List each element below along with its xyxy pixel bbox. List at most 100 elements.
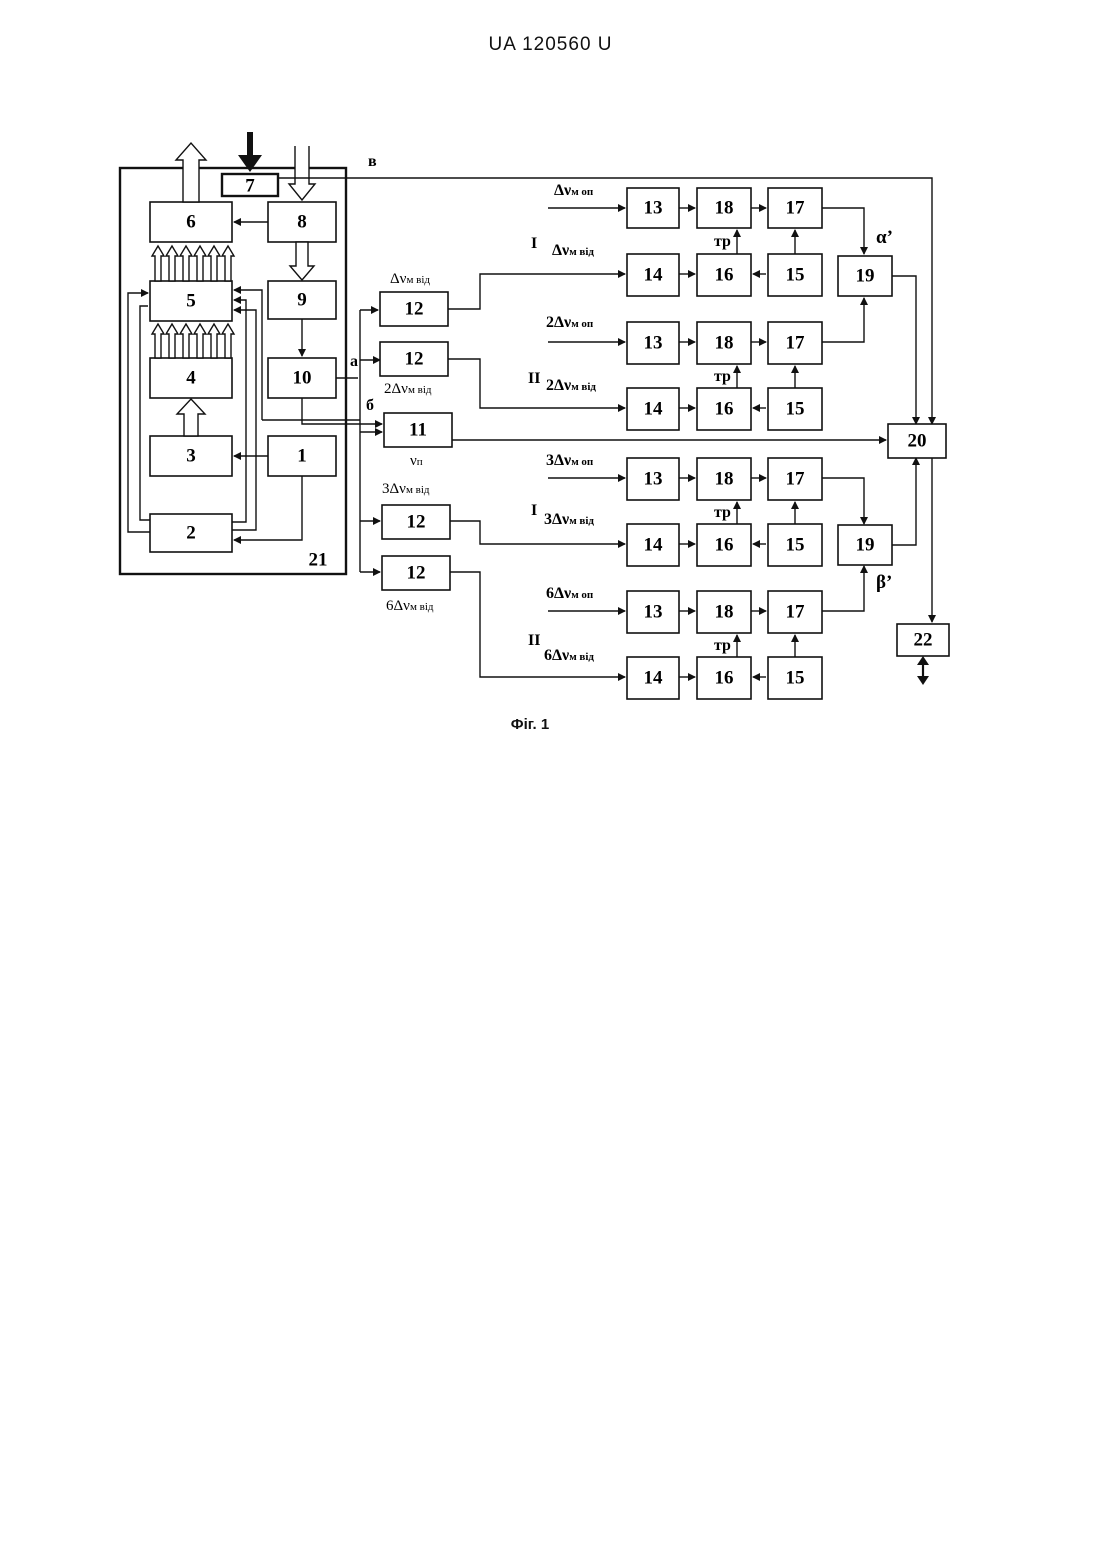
svg-text:1: 1: [297, 446, 307, 467]
svg-text:17: 17: [786, 333, 806, 354]
svg-text:7: 7: [245, 176, 255, 197]
svg-text:13: 13: [644, 333, 663, 354]
svg-text:13: 13: [644, 602, 663, 623]
svg-text:18: 18: [715, 469, 734, 490]
block-19-beta: 19: [838, 458, 916, 565]
channel-3-vid: 14 16 15: [450, 502, 822, 566]
svg-text:9: 9: [297, 290, 307, 311]
svg-text:14: 14: [644, 535, 664, 556]
svg-text:15: 15: [786, 668, 805, 689]
svg-text:14: 14: [644, 265, 664, 286]
label-12c: 3Δνм від: [382, 481, 430, 497]
label-dnu-vid-2: 2Δνм від: [546, 377, 596, 394]
svg-text:12: 12: [405, 349, 424, 370]
channel-6-op: 13 18 17: [548, 566, 864, 633]
block-4: 4: [150, 358, 232, 398]
svg-text:14: 14: [644, 399, 664, 420]
svg-text:16: 16: [715, 265, 734, 286]
label-dnu-op-6: 6Δνм оп: [546, 585, 594, 602]
svg-text:11: 11: [409, 420, 427, 441]
block-8: 8: [268, 202, 336, 242]
label-dnu-op-1: Δνм оп: [554, 182, 594, 199]
label-12b: 2Δνм від: [384, 381, 432, 397]
svg-text:16: 16: [715, 668, 734, 689]
block-1: 1: [268, 436, 336, 476]
block-2: 2: [150, 514, 232, 552]
label-alpha: α’: [876, 227, 893, 248]
line-v: [278, 178, 932, 424]
channel-1-op: 13 18 17: [548, 188, 864, 254]
svg-text:18: 18: [715, 333, 734, 354]
svg-text:20: 20: [908, 431, 927, 452]
block-12-d: 12: [382, 556, 450, 590]
block-20: 20: [888, 424, 946, 458]
label-tr-3: тр: [714, 504, 731, 521]
label-tr-2: тр: [714, 368, 731, 385]
label-12a: Δνм від: [390, 271, 430, 287]
block-22: 22: [897, 624, 949, 656]
svg-text:19: 19: [856, 535, 875, 556]
label-nu-p: νп: [410, 453, 423, 469]
block-6: 6: [150, 202, 232, 242]
channel-2-op: 13 18 17: [548, 298, 864, 364]
svg-text:12: 12: [405, 299, 424, 320]
svg-text:4: 4: [186, 368, 196, 389]
label-dnu-op-2: 2Δνм оп: [546, 314, 594, 331]
input-bold-arrow: [238, 132, 262, 172]
block-12-b: 12: [380, 342, 448, 376]
label-beta: β’: [876, 572, 892, 593]
label-roman-2b: II: [528, 632, 540, 649]
svg-text:2: 2: [186, 523, 196, 544]
svg-text:18: 18: [715, 602, 734, 623]
svg-text:17: 17: [786, 469, 806, 490]
svg-text:17: 17: [786, 602, 806, 623]
block-5: 5: [150, 281, 232, 321]
svg-text:13: 13: [644, 198, 663, 219]
label-a: а: [350, 353, 358, 370]
label-dnu-vid-3: 3Δνм від: [544, 511, 594, 528]
svg-text:3: 3: [186, 446, 196, 467]
label-roman-1a: I: [531, 235, 537, 252]
svg-text:15: 15: [786, 399, 805, 420]
label-dnu-op-3: 3Δνм оп: [546, 452, 594, 469]
label-roman-1b: I: [531, 502, 537, 519]
svg-text:8: 8: [297, 212, 307, 233]
channel-2-vid: 14 16 15: [448, 359, 822, 430]
svg-text:15: 15: [786, 265, 805, 286]
svg-text:19: 19: [856, 266, 875, 287]
figure-caption: Фіг. 1: [0, 716, 1060, 733]
block-19-alpha: 19: [838, 256, 916, 424]
svg-text:6: 6: [186, 212, 196, 233]
block-21-label: 21: [309, 550, 328, 571]
label-12d: 6Δνм від: [386, 598, 434, 614]
label-v: в: [368, 153, 377, 170]
svg-text:14: 14: [644, 668, 664, 689]
svg-text:17: 17: [786, 198, 806, 219]
channel-3-op: 13 18 17: [548, 458, 864, 524]
block-3: 3: [150, 436, 232, 476]
svg-text:13: 13: [644, 469, 663, 490]
block-11: 11: [384, 413, 452, 447]
channel-1-vid: 14 16 15: [448, 230, 822, 309]
svg-text:10: 10: [293, 368, 312, 389]
block-10: 10: [268, 358, 336, 398]
block-12-c: 12: [382, 505, 450, 539]
label-b: б: [366, 397, 374, 414]
svg-text:16: 16: [715, 535, 734, 556]
svg-text:12: 12: [407, 512, 426, 533]
svg-text:15: 15: [786, 535, 805, 556]
label-dnu-vid-1: Δνм від: [552, 242, 594, 259]
label-tr-1: тр: [714, 233, 731, 250]
block-7: 7: [222, 174, 278, 197]
block-12-a: 12: [380, 292, 448, 326]
block-9: 9: [268, 281, 336, 319]
bidirectional-arrow-22: [917, 656, 929, 685]
svg-text:18: 18: [715, 198, 734, 219]
svg-text:5: 5: [186, 291, 196, 312]
svg-text:16: 16: [715, 399, 734, 420]
svg-text:22: 22: [914, 630, 933, 651]
label-roman-2a: II: [528, 370, 540, 387]
label-tr-4: тр: [714, 637, 731, 654]
label-dnu-vid-6: 6Δνм від: [544, 647, 594, 664]
